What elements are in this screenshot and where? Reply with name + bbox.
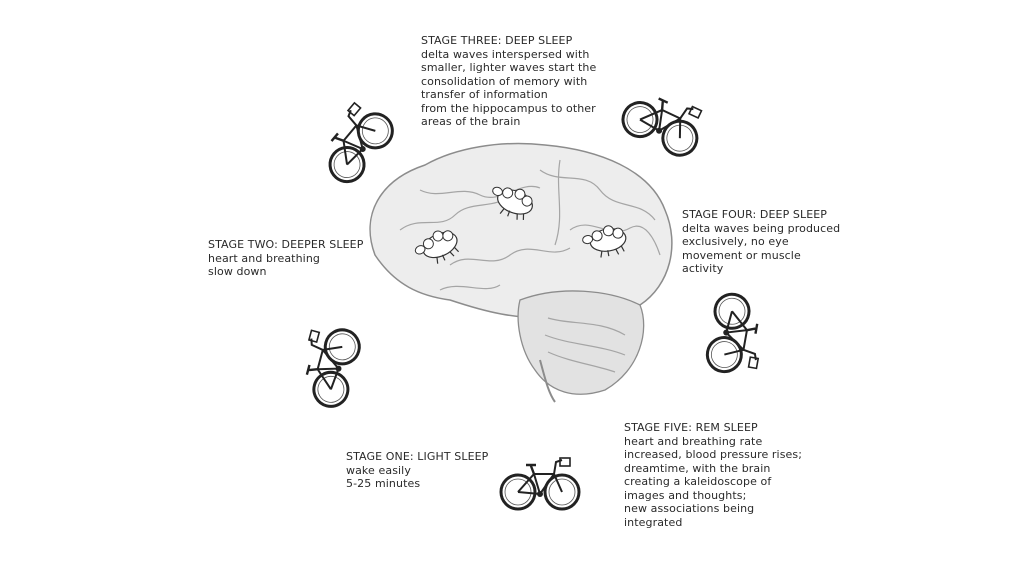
stage-five-line: heart and breathing rate: [624, 434, 763, 448]
stage-two-line: slow down: [208, 265, 267, 278]
stage-five-line: dreamtime, with the brain: [624, 461, 771, 475]
stage-four-line: activity: [682, 262, 724, 275]
stage-three-line: areas of the brain: [421, 115, 521, 128]
stage-three-line: transfer of information: [421, 88, 548, 101]
stage-two-line: heart and breathing: [208, 251, 320, 265]
stage-five-line: increased, blood pressure rises;: [624, 448, 803, 461]
stage-five-line: new associations being: [624, 502, 755, 515]
stage-one-title: STAGE ONE: LIGHT SLEEP: [346, 450, 489, 463]
stage-two-text: STAGE TWO: DEEPER SLEEP heart and breath…: [208, 238, 378, 279]
stage-three-line: consolidation of memory with: [421, 74, 588, 88]
stage-four-line: exclusively, no eye: [682, 235, 789, 248]
bicycle-icon-stage-four: [703, 290, 770, 379]
stage-three-line: from the hippocampus to other: [421, 101, 596, 115]
stage-five-title: STAGE FIVE: REM SLEEP: [624, 421, 758, 434]
stage-three-line: smaller, lighter waves start the: [421, 61, 597, 74]
stage-one-line: 5-25 minutes: [346, 477, 421, 490]
bicycle-icon-stage-two: [292, 320, 365, 412]
stage-three-title: STAGE THREE: DEEP SLEEP: [421, 34, 573, 47]
stage-five-text: STAGE FIVE: REM SLEEP heart and breathin…: [624, 421, 814, 529]
stage-four-text: STAGE FOUR: DEEP SLEEP delta waves being…: [682, 208, 862, 276]
bicycle-icon-stage-three: [615, 80, 712, 163]
stage-three-line: delta waves interspersed with: [421, 47, 590, 61]
stage-five-line: images and thoughts;: [624, 488, 747, 502]
bicycle-icon-stage-two-b: [308, 94, 401, 191]
stage-four-line: delta waves being produced: [682, 221, 841, 235]
stage-three-text: STAGE THREE: DEEP SLEEP delta waves inte…: [421, 34, 621, 129]
stage-two-title: STAGE TWO: DEEPER SLEEP: [208, 238, 364, 251]
stage-five-line: creating a kaleidoscope of: [624, 475, 772, 488]
stage-one-text: STAGE ONE: LIGHT SLEEP wake easily 5-25 …: [346, 450, 496, 491]
stage-one-line: wake easily: [346, 463, 411, 477]
brain-illustration: [369, 142, 673, 403]
stage-five-line: integrated: [624, 515, 683, 529]
stage-four-line: movement or muscle: [682, 248, 801, 262]
bicycle-icon-stage-one: [499, 456, 581, 511]
stage-four-title: STAGE FOUR: DEEP SLEEP: [682, 208, 828, 221]
